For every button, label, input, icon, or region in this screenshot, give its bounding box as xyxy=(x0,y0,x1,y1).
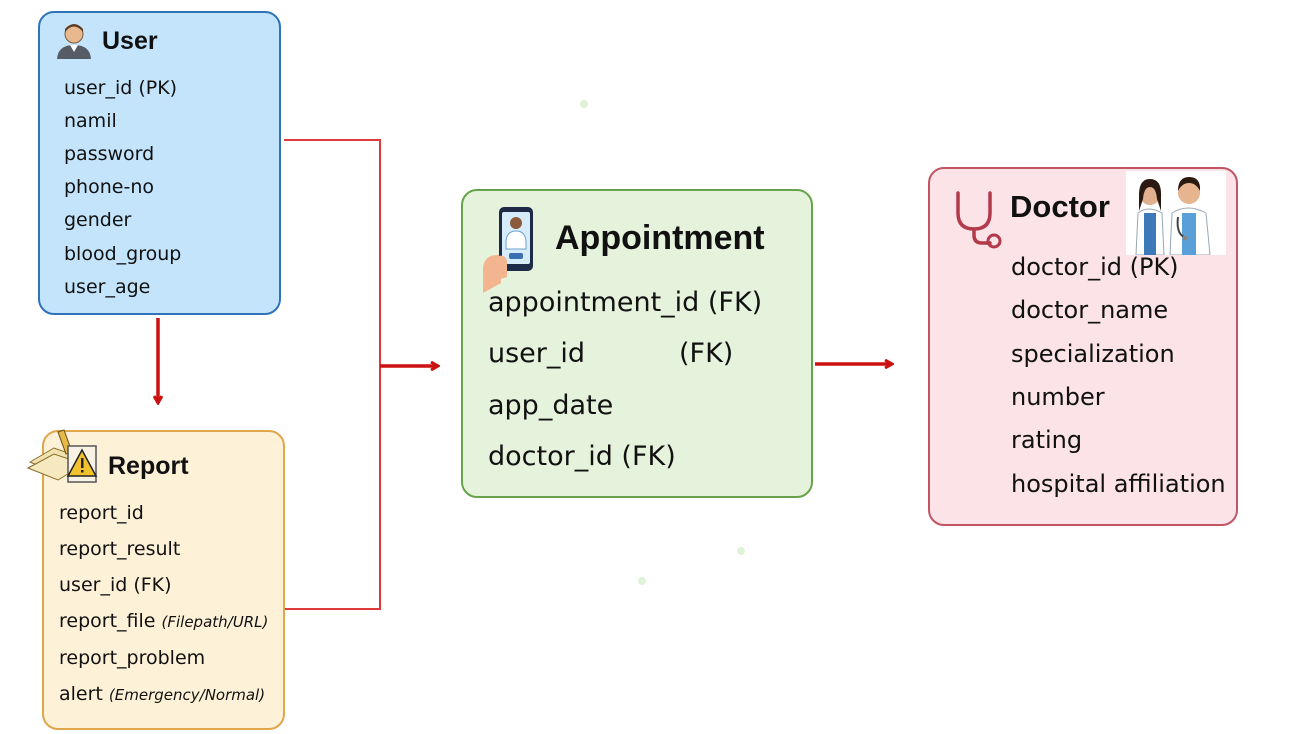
report-field: report_file (Filepath/URL) xyxy=(59,610,268,632)
appointment-field: app_date xyxy=(488,390,614,421)
doctor-field: number xyxy=(1011,383,1105,411)
decorative-dot xyxy=(580,100,588,108)
report-field: report_problem xyxy=(59,647,205,669)
doctor-phone-icon xyxy=(483,207,533,293)
stethoscope-icon xyxy=(956,191,1002,249)
doctor-entity: Doctor doctor_id (PK) doctor_name specia… xyxy=(928,167,1238,526)
doctor-field: rating xyxy=(1011,426,1083,454)
user-avatar-icon xyxy=(57,24,91,59)
report-field-note: (Emergency/Normal) xyxy=(108,686,266,704)
report-field-name: report_problem xyxy=(59,647,206,669)
doctors-illustration-icon xyxy=(1126,171,1226,255)
appointment-field-key: (FK) xyxy=(679,338,734,369)
user-title: User xyxy=(102,27,158,55)
report-field: user_id (FK) xyxy=(59,574,172,596)
appointment-entity: Appointment appointment_id (FK) user_id … xyxy=(461,189,813,498)
user-entity: User user_id (PK) namil password phone-n… xyxy=(38,11,281,315)
report-entity: Report report_id report_result user_id (… xyxy=(42,430,285,730)
report-field-name: alert xyxy=(59,683,103,705)
report-warning-icon xyxy=(26,429,98,483)
report-field: report_id xyxy=(59,502,144,524)
report-field-note: (Filepath/URL) xyxy=(161,613,269,631)
user-field: user_age xyxy=(64,276,151,298)
appointment-field: user_id xyxy=(488,338,586,369)
doctor-title: Doctor xyxy=(1010,189,1110,224)
report-field: alert (Emergency/Normal) xyxy=(59,683,265,705)
user-field: namil xyxy=(64,110,117,132)
appointment-field: doctor_id (FK) xyxy=(488,441,676,472)
appointment-field: appointment_id (FK) xyxy=(488,287,763,318)
doctor-field: hospital affiliation xyxy=(1011,470,1226,498)
report-field-name: report_id xyxy=(59,502,144,524)
user-field: blood_group xyxy=(64,243,182,265)
decorative-dot xyxy=(737,547,745,555)
user-field: gender xyxy=(64,209,132,231)
doctor-field: doctor_id (PK) xyxy=(1011,253,1179,281)
appointment-title: Appointment xyxy=(555,219,765,257)
report-field-name: user_id (FK) xyxy=(59,574,172,596)
report-field-name: report_result xyxy=(59,538,181,560)
decorative-dot xyxy=(638,577,646,585)
doctor-field: doctor_name xyxy=(1011,296,1169,324)
user-report-to-appointment-connector xyxy=(284,139,438,610)
doctor-field: specialization xyxy=(1011,340,1175,368)
user-field: phone-no xyxy=(64,176,154,198)
report-field-name: report_file xyxy=(59,610,156,632)
report-title: Report xyxy=(108,452,189,480)
report-field: report_result xyxy=(59,538,180,560)
user-field: user_id (PK) xyxy=(64,77,178,99)
user-field: password xyxy=(64,143,155,165)
